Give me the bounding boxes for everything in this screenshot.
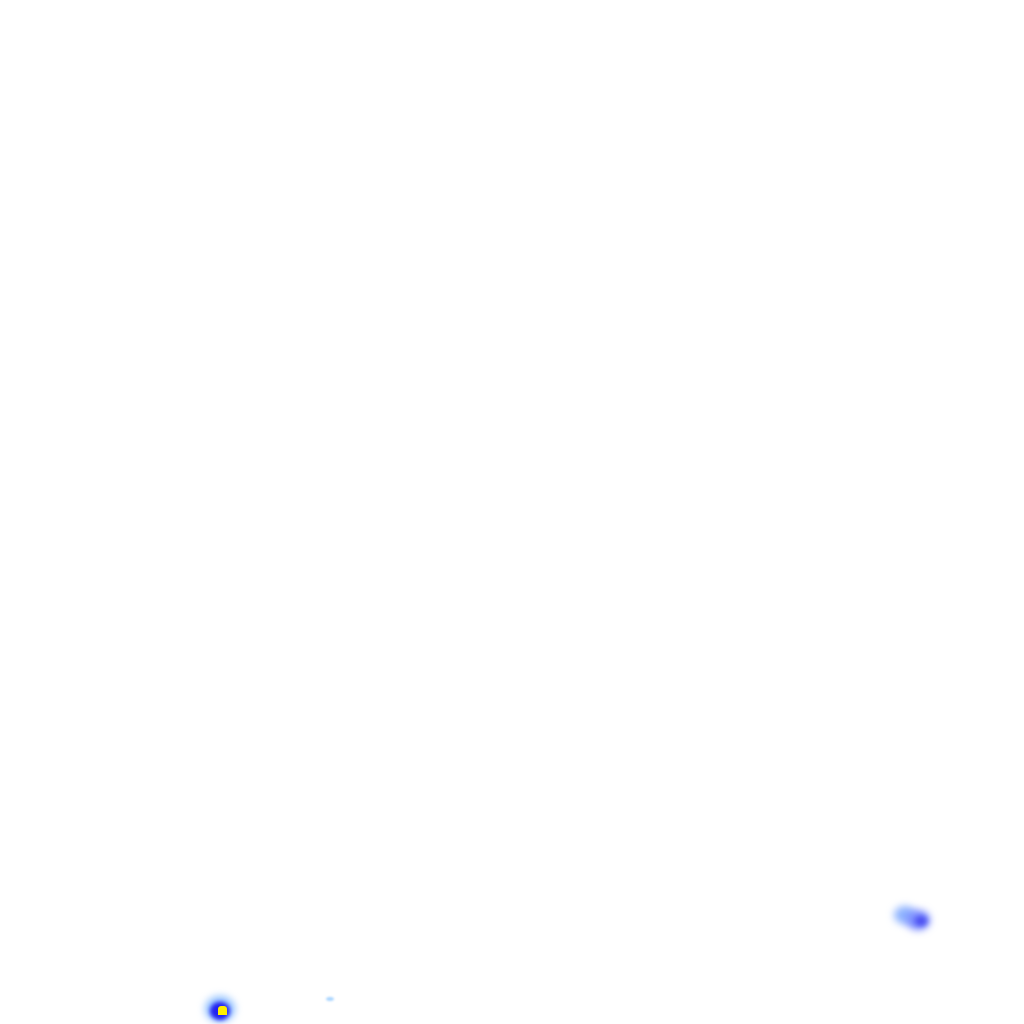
spot-yellow-center	[218, 1006, 227, 1015]
faint-streak	[326, 997, 334, 1001]
cloud-blob-core	[915, 916, 927, 926]
